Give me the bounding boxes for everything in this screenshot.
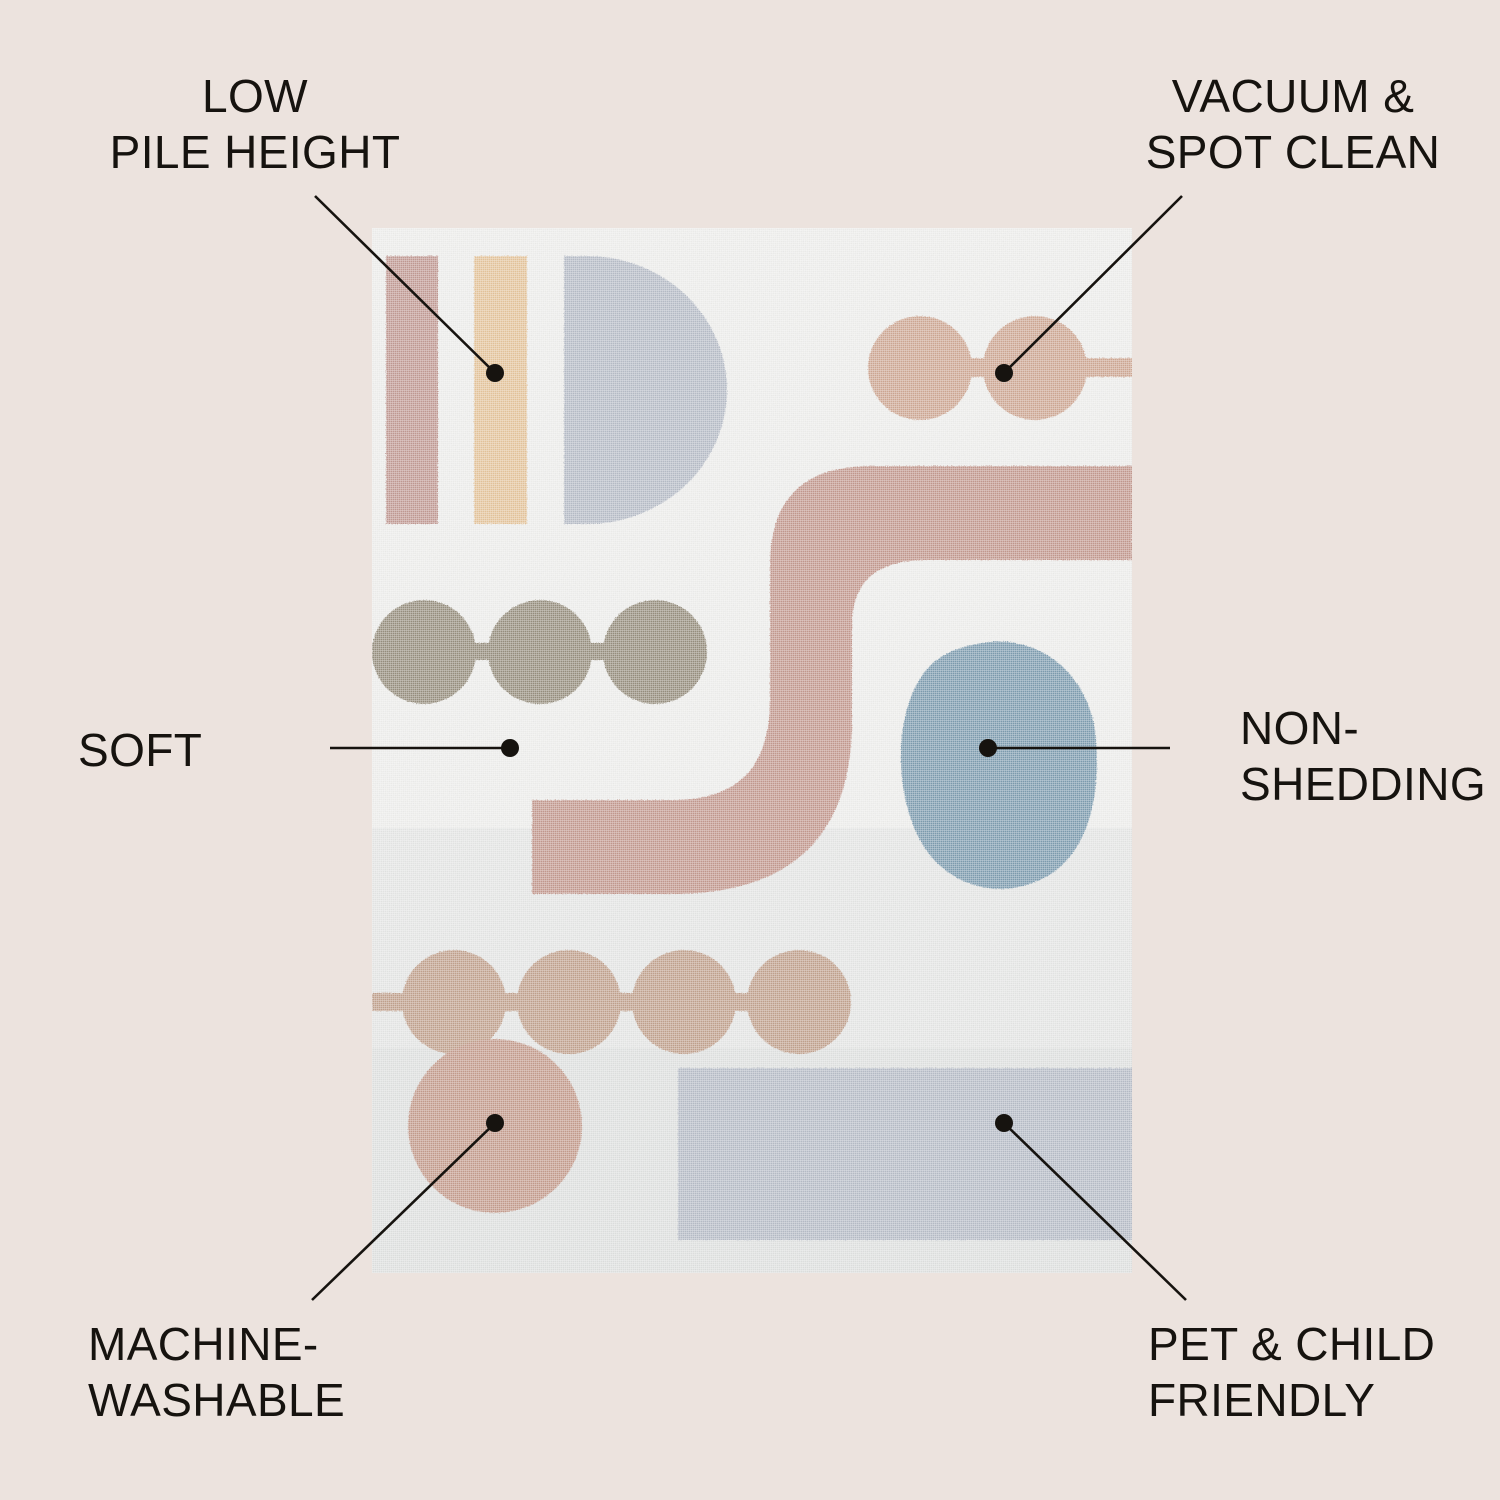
callout-label-low-pile-height: LOW PILE HEIGHT (109, 70, 401, 179)
rug-pattern-artwork (372, 228, 1132, 1273)
callout-label-pet-child-friendly: PET & CHILD FRIENDLY (1148, 1318, 1436, 1427)
rug-product-image (372, 228, 1132, 1273)
callout-label-vacuum-spot-clean: VACUUM & SPOT CLEAN (1145, 70, 1441, 179)
callout-label-machine-washable: MACHINE- WASHABLE (88, 1318, 346, 1427)
callout-label-non-shedding: NON- SHEDDING (1240, 702, 1487, 811)
callout-label-soft: SOFT (78, 724, 203, 776)
